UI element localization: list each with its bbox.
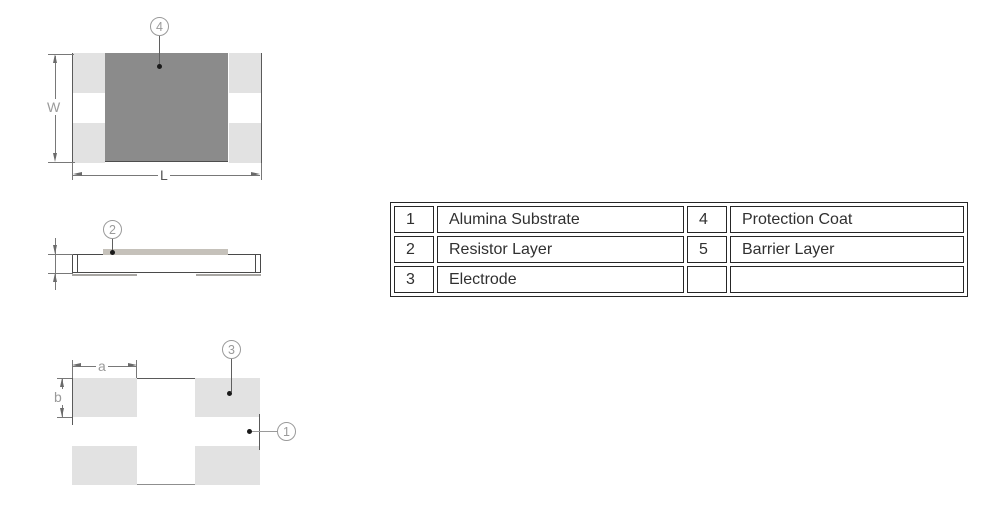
dim-thickness-ext-bottom <box>48 272 73 274</box>
callout-4-anchor-dot <box>157 64 162 69</box>
dim-b-arrow-up-icon <box>59 378 64 387</box>
top-view-pad-bottom-left <box>72 123 105 163</box>
dim-l-ext-left <box>72 163 73 180</box>
bottom-view-pad-bottom-left <box>72 446 137 485</box>
dim-b-ext-bottom <box>57 416 72 418</box>
callout-4-leader-line <box>159 36 161 66</box>
dim-a-arrow-left-icon <box>72 363 81 368</box>
bottom-view-bottom-edge <box>137 484 195 486</box>
side-view-right-end-cap <box>254 254 256 273</box>
side-view-substrate-body <box>72 254 261 273</box>
resistor-layer-strip <box>103 248 228 255</box>
bottom-view-diagram: a b 3 1 <box>0 330 320 510</box>
dim-a-arrow-right-icon <box>128 363 137 368</box>
legend-num-cell: 5 <box>687 236 727 263</box>
legend-label-cell <box>730 266 964 293</box>
bottom-view-pad-top-left <box>72 378 137 417</box>
side-view-diagram: 2 <box>0 200 320 310</box>
legend-num-cell: 1 <box>394 206 434 233</box>
dim-b-arrow-down-icon <box>59 408 64 417</box>
dim-l-arrow-right-icon <box>251 172 260 177</box>
legend-label-cell: Barrier Layer <box>730 236 964 263</box>
legend-label-cell: Protection Coat <box>730 206 964 233</box>
legend-label-cell: Resistor Layer <box>437 236 684 263</box>
dim-w-ext-top <box>48 53 74 55</box>
callout-2-resistor-layer: 2 <box>103 220 122 239</box>
callout-3-leader-line <box>230 359 232 392</box>
dim-l-ext-right <box>260 163 262 180</box>
dim-w-arrow-down-icon <box>52 153 57 162</box>
callout-1-alumina-substrate: 1 <box>277 422 296 441</box>
callout-4-protection-coat: 4 <box>150 17 169 36</box>
top-view-pad-bottom-right <box>229 123 262 163</box>
dim-w-ext-bottom <box>48 162 75 163</box>
top-view-right-edge <box>260 53 262 163</box>
side-view-left-end-cap <box>77 254 79 273</box>
legend-table: 1 Alumina Substrate 4 Protection Coat 2 … <box>390 202 968 297</box>
bottom-view-pad-top-right <box>195 378 260 417</box>
top-view-left-edge <box>72 53 74 163</box>
dim-thickness-arrow-down-icon <box>52 245 57 254</box>
callout-3-anchor-dot <box>227 391 232 396</box>
top-view-pad-top-left <box>72 53 105 93</box>
bottom-view-pad-bottom-right <box>195 446 260 485</box>
legend-num-cell: 4 <box>687 206 727 233</box>
side-view-bottom-electrode-left <box>72 273 137 276</box>
dim-label-l: L <box>158 167 170 183</box>
callout-1-leader-line <box>250 431 278 433</box>
protection-coat-area <box>105 53 228 162</box>
dim-thickness-ext-top <box>48 253 73 255</box>
callout-2-anchor-dot <box>110 250 115 255</box>
callout-2-leader-line <box>112 239 114 252</box>
dim-w-arrow-up-icon <box>52 54 57 63</box>
callout-3-electrode: 3 <box>222 340 241 359</box>
dim-b-ext-top <box>57 377 72 379</box>
top-view-pad-top-right <box>229 53 262 93</box>
legend-num-cell: 3 <box>394 266 434 293</box>
callout-1-anchor-dot <box>247 429 252 434</box>
bottom-view-left-edge <box>72 378 74 425</box>
legend-num-cell: 2 <box>394 236 434 263</box>
dim-label-b: b <box>52 389 64 405</box>
legend-label-cell: Alumina Substrate <box>437 206 684 233</box>
top-view-diagram: W L 4 <box>0 0 320 200</box>
dim-a-ext-right <box>136 360 137 378</box>
dim-l-arrow-left-icon <box>73 172 82 177</box>
dim-a-ext-left <box>72 360 73 378</box>
side-view-bottom-electrode-right <box>196 273 261 276</box>
dim-thickness-arrow-up-icon <box>52 273 57 282</box>
dim-label-a: a <box>96 358 108 374</box>
bottom-view-top-edge <box>137 377 195 379</box>
legend-row-3: 3 Electrode <box>394 266 964 293</box>
legend-num-cell <box>687 266 727 293</box>
dim-label-w: W <box>45 99 63 115</box>
dim-thickness-line <box>55 238 56 290</box>
legend-row-1: 1 Alumina Substrate 4 Protection Coat <box>394 206 964 233</box>
legend-row-2: 2 Resistor Layer 5 Barrier Layer <box>394 236 964 263</box>
legend-label-cell: Electrode <box>437 266 684 293</box>
